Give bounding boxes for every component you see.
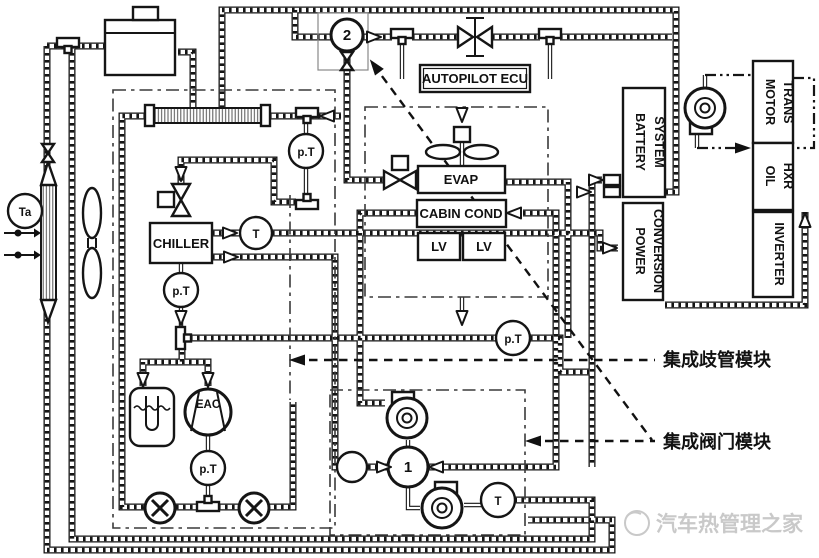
thin-pipes xyxy=(179,44,707,510)
chiller-expansion-valve xyxy=(156,182,192,218)
oil-label-2: HXR xyxy=(781,163,795,189)
battery-label-2: SYSTEM xyxy=(652,116,666,167)
front-radiator xyxy=(39,142,58,326)
pt-label: p.T xyxy=(199,464,216,476)
pt-sensor-condenser: p.T xyxy=(287,132,325,170)
power-label-1: POWER xyxy=(633,227,647,274)
evap-expansion-valve xyxy=(382,154,418,191)
annotation-leaders xyxy=(289,56,655,447)
pt-label: p.T xyxy=(172,286,189,298)
battery-ports xyxy=(602,173,622,199)
oil-hxr-box: OIL HXR xyxy=(751,141,795,212)
t-sensor-pump: T xyxy=(479,481,517,519)
refrigerant-valve-2: 2 xyxy=(329,17,365,72)
valve-module-annotation: 集成阀门模块 xyxy=(662,431,772,452)
oil-flow-arrow xyxy=(735,142,751,154)
watermark: 汽车热管理之家 xyxy=(624,510,804,536)
front-module-boundary xyxy=(112,89,336,529)
watermark-logo-icon xyxy=(624,510,650,536)
power-label-2: CONVERSION xyxy=(651,209,665,293)
battery-label-1: BATTERY xyxy=(633,113,647,171)
chiller-label: CHILLER xyxy=(153,236,210,251)
power-conversion-box: POWER CONVERSION xyxy=(621,201,665,302)
accumulator-tank xyxy=(128,386,176,448)
inverter-label: INVERTER xyxy=(772,222,786,285)
tee-fitting xyxy=(294,106,320,125)
autopilot-ecu-label: AUTOPILOT ECU xyxy=(422,71,528,86)
water-cooled-condenser xyxy=(143,103,272,128)
battery-system-box: BATTERY SYSTEM xyxy=(621,86,667,199)
evaporator-label: EVAP xyxy=(444,172,479,187)
valve2-label: 2 xyxy=(343,27,351,44)
valve1-label: 1 xyxy=(404,459,412,476)
eac-label: EAC xyxy=(196,399,220,411)
ambient-temp-label: Ta xyxy=(19,207,32,219)
shutoff-valve-left-icon xyxy=(143,491,177,525)
tee-fitting xyxy=(294,192,320,211)
radiator-fan-icon xyxy=(81,186,103,300)
pt-label: p.T xyxy=(504,334,521,346)
inverter-box: INVERTER xyxy=(751,210,795,299)
oil-pump-icon xyxy=(683,86,727,136)
tee-fitting xyxy=(55,36,81,55)
hvac-blower-icon xyxy=(424,125,500,161)
pt-sensor-chiller: p.T xyxy=(162,271,200,309)
tee-fitting xyxy=(389,27,415,46)
lv-right-label: LV xyxy=(476,239,492,254)
watermark-text: 汽车热管理之家 xyxy=(656,512,804,536)
coolant-pump-2-icon xyxy=(420,480,464,530)
coolant-pump-1-icon xyxy=(385,390,429,440)
pt-sensor-manifold: p.T xyxy=(494,319,532,357)
motor-trans-box: MOTOR TRANS xyxy=(751,59,795,145)
pt-sensor-compressor: p.T xyxy=(189,449,227,487)
manifold-module-annotation: 集成歧管模块 xyxy=(662,349,772,370)
oil-label-1: OIL xyxy=(763,166,777,187)
eac-compressor: EAC xyxy=(183,387,233,437)
t-label: T xyxy=(494,496,501,508)
lv-left-label: LV xyxy=(431,239,447,254)
motor-label-2: TRANS xyxy=(781,80,795,123)
autopilot-ecu-box: AUTOPILOT ECU xyxy=(418,63,532,94)
tee-fitting xyxy=(195,494,221,513)
coolant-reservoir xyxy=(103,5,177,77)
motor-label-1: MOTOR xyxy=(763,79,777,125)
coolant-valve-1: 1 xyxy=(386,445,430,489)
ambient-temp-sensor: Ta xyxy=(6,192,44,230)
valve-module-boundary xyxy=(329,389,526,536)
tee-fitting xyxy=(174,325,193,351)
cabin-condenser-label: CABIN COND xyxy=(419,206,502,221)
pt-label: p.T xyxy=(297,147,314,159)
evaporator-box: EVAP xyxy=(416,164,507,195)
lv-left-box: LV xyxy=(416,231,462,262)
ambient-air-arrows xyxy=(4,228,41,260)
four-way-valve-icon xyxy=(456,17,494,57)
shutoff-valve-right-icon xyxy=(237,491,271,525)
valve-module-port-icon xyxy=(335,450,369,484)
chiller-box: CHILLER xyxy=(148,221,214,265)
tee-fitting xyxy=(537,27,563,46)
oil-loop-lines xyxy=(697,73,816,150)
cabin-condenser-box: CABIN COND xyxy=(415,198,508,229)
lv-right-box: LV xyxy=(461,231,507,262)
t-sensor-chiller: T xyxy=(238,215,274,251)
t-label: T xyxy=(252,229,259,241)
